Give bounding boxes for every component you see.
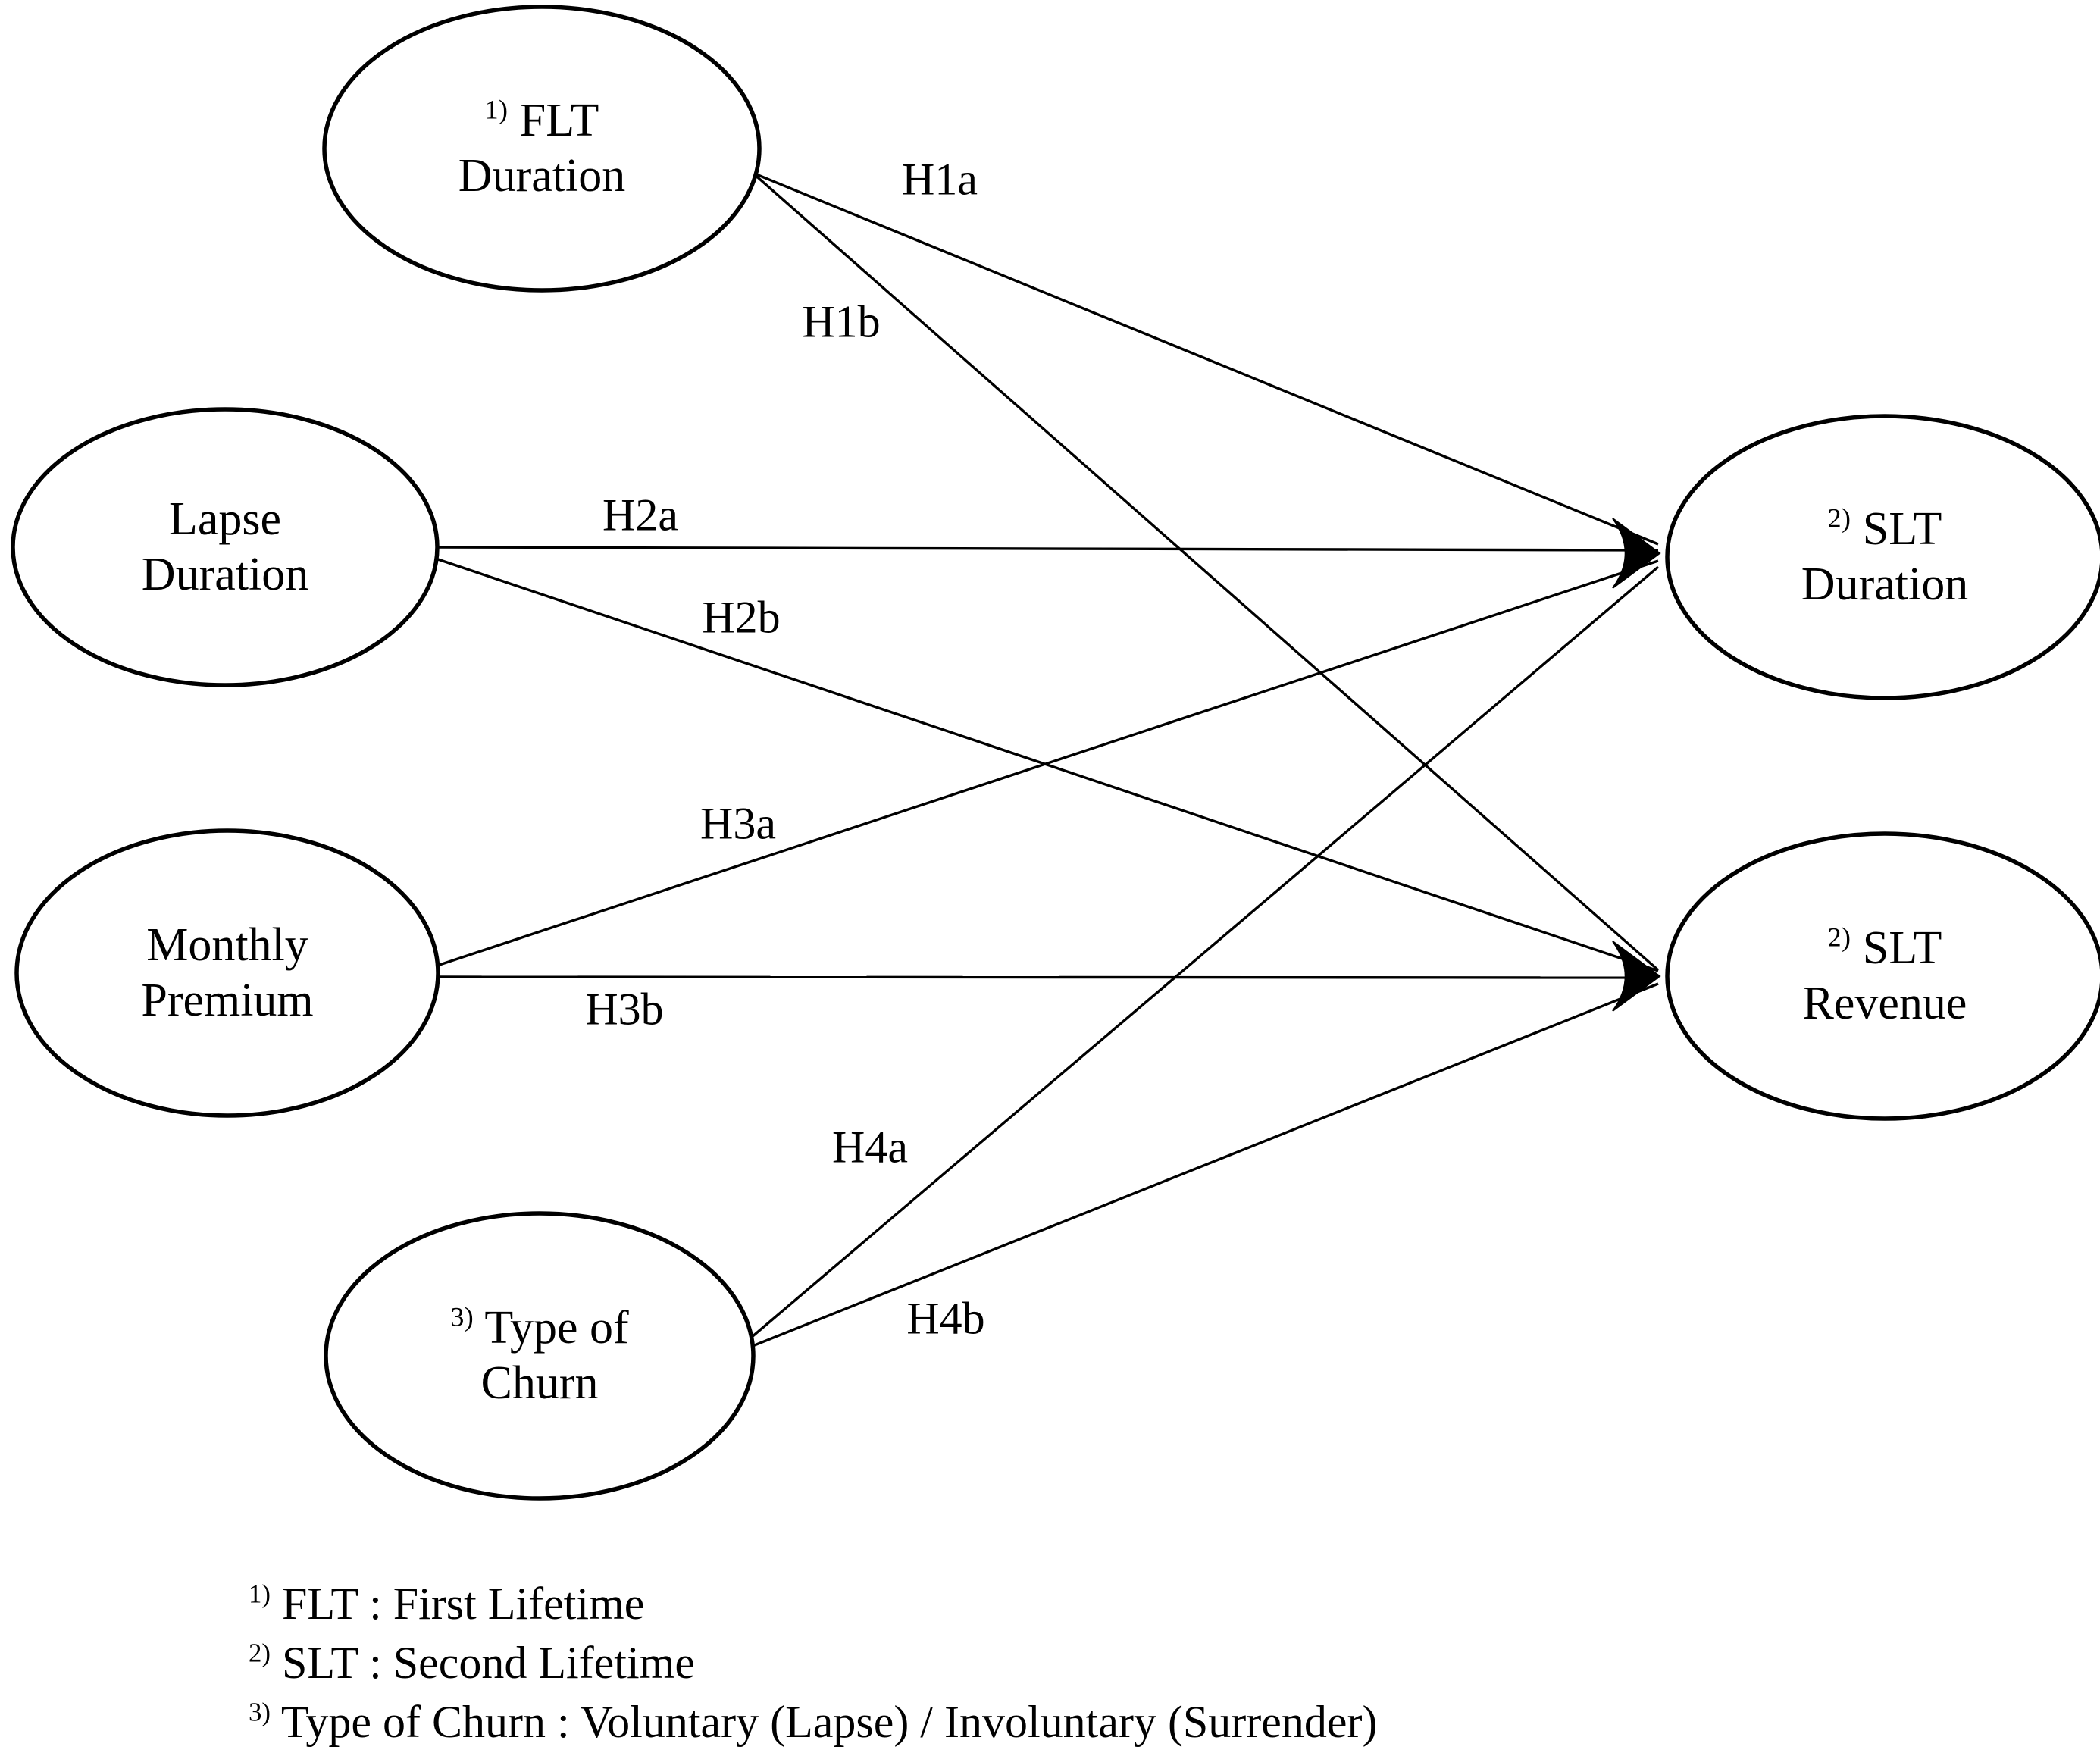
- edge-line-h3b: [434, 975, 1659, 979]
- footnote-3: 3) Type of Churn : Voluntary (Lapse) / I…: [249, 1696, 1377, 1748]
- arrow-slt-duration-icon: [1612, 518, 1661, 589]
- footnote-text: SLT : Second Lifetime: [282, 1638, 695, 1688]
- edges-layer: [433, 171, 1660, 1352]
- node-ellipse-slt-duration[interactable]: [1665, 414, 2100, 700]
- footnote-marker: 1): [249, 1579, 271, 1609]
- node-ellipse-lapse-duration[interactable]: [11, 407, 440, 687]
- footnote-text: FLT : First Lifetime: [282, 1579, 645, 1629]
- footnote-marker: 2): [249, 1638, 271, 1668]
- node-ellipse-flt-duration[interactable]: [322, 5, 762, 293]
- edge-line-h1a: [752, 171, 1659, 546]
- node-ellipse-monthly-premium[interactable]: [14, 828, 440, 1118]
- arrow-slt-revenue-icon: [1612, 941, 1661, 1012]
- footnote-2: 2) SLT : Second Lifetime: [249, 1637, 695, 1689]
- footnote-text: Type of Churn : Voluntary (Lapse) / Invo…: [280, 1697, 1378, 1747]
- footnote-marker: 3): [249, 1697, 271, 1727]
- footnote-1: 1) FLT : First Lifetime: [249, 1578, 644, 1630]
- node-ellipse-type-of-churn[interactable]: [324, 1211, 756, 1501]
- nodes-layer: [11, 5, 2100, 1501]
- edge-line-h2a: [433, 546, 1659, 552]
- edge-line-h4b: [740, 982, 1659, 1352]
- edge-line-h1b: [751, 171, 1660, 972]
- edge-line-h4a: [740, 565, 1660, 1348]
- arrowheads-layer: [1612, 518, 1661, 1012]
- node-ellipse-slt-revenue[interactable]: [1665, 831, 2100, 1121]
- edge-line-h3a: [434, 559, 1659, 968]
